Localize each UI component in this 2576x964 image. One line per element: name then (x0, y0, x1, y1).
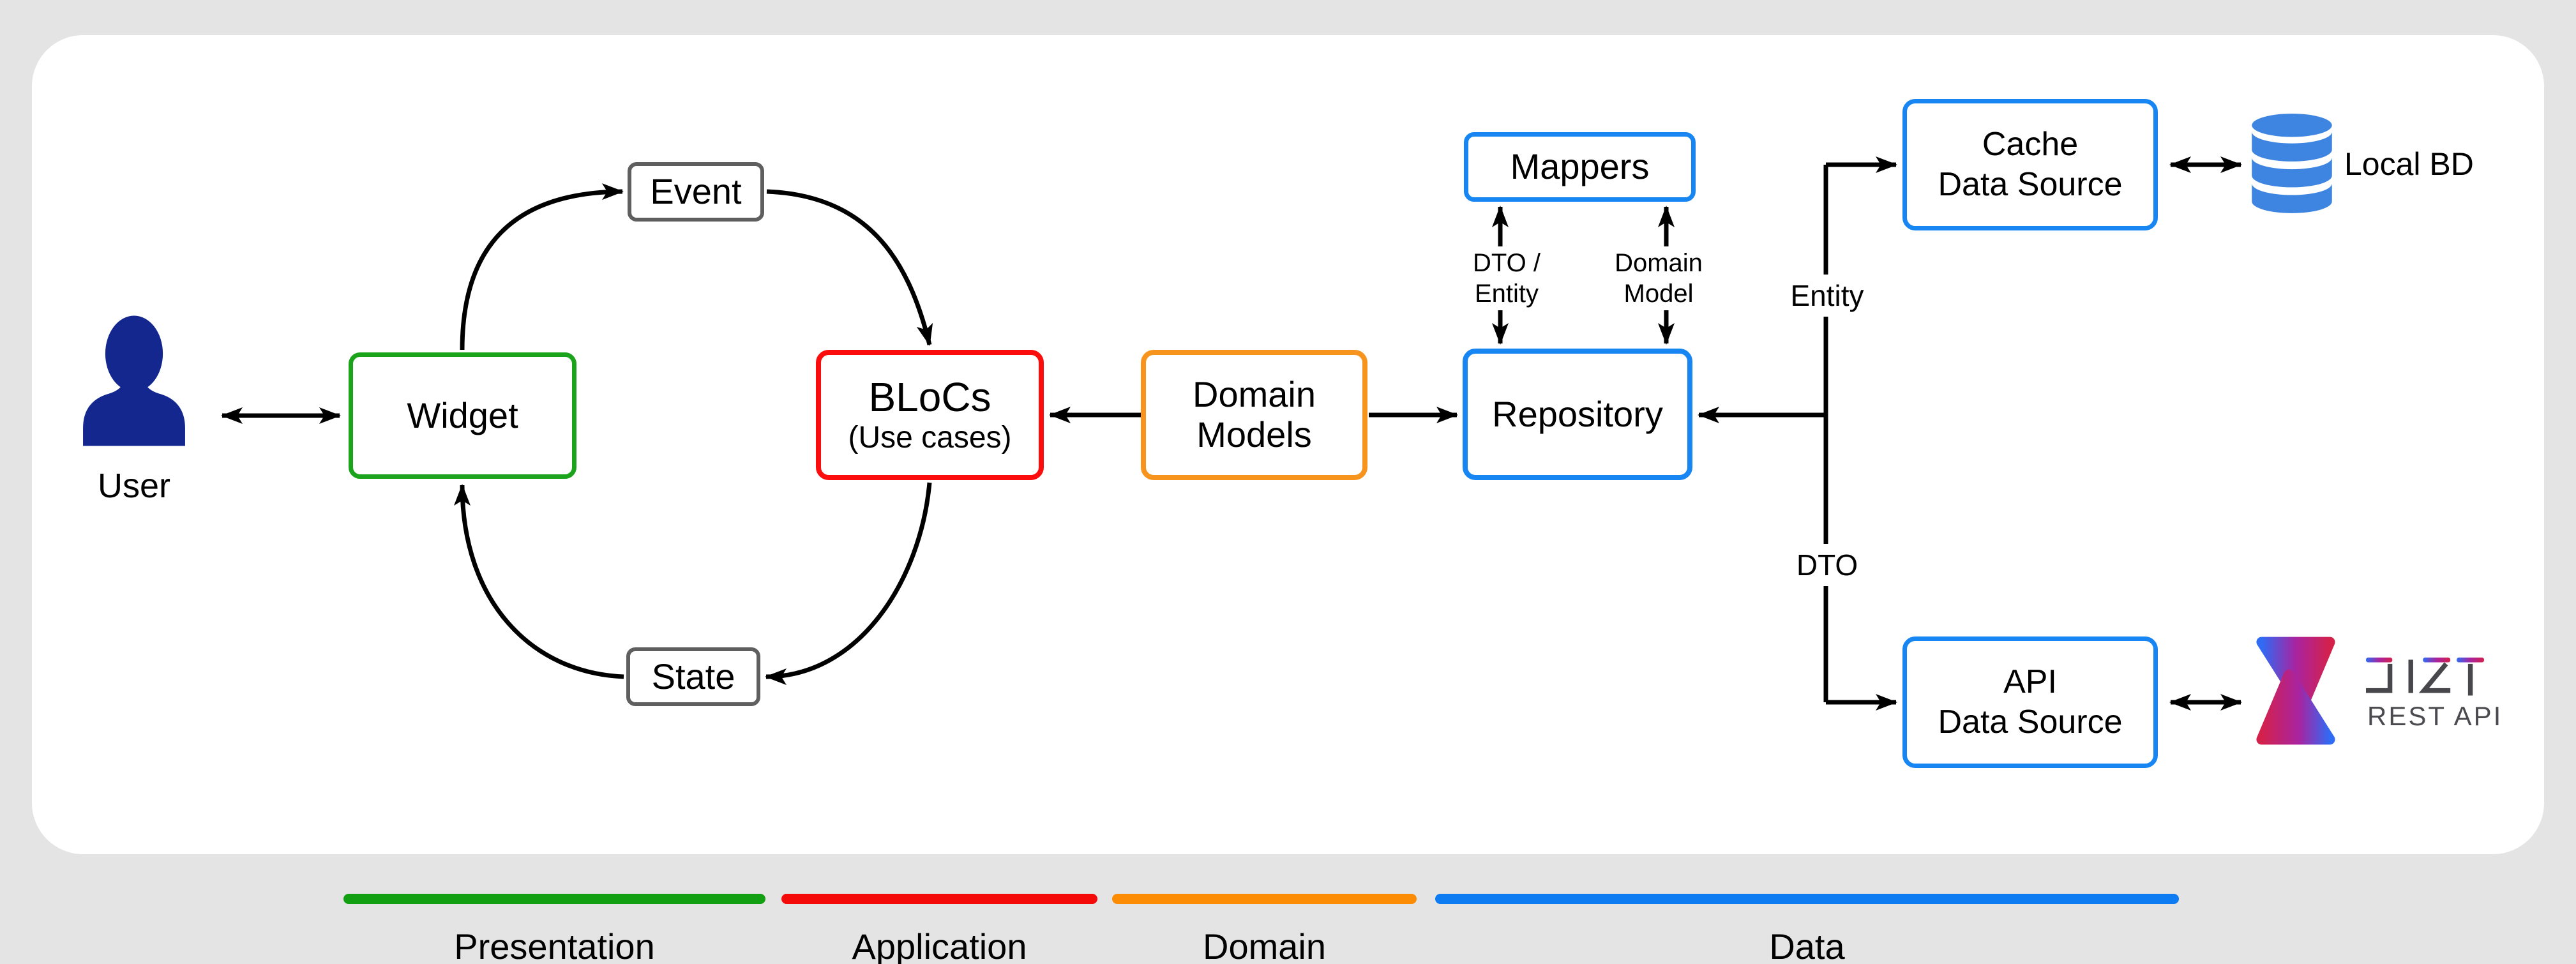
legend-label-presentation: Presentation (454, 926, 655, 964)
node-repository: Repository (1463, 349, 1692, 480)
legend-line-data (1435, 894, 2179, 904)
jizt-logo-icon (2256, 636, 2335, 745)
database-icon (2252, 114, 2332, 213)
event-label: Event (650, 171, 742, 212)
legend-item-presentation: Presentation (343, 894, 765, 964)
label-dto-entity: DTO / Entity (1468, 246, 1546, 310)
legend-item-application: Application (781, 894, 1097, 964)
legend-line-application (781, 894, 1097, 904)
mappers-label: Mappers (1510, 146, 1650, 187)
node-widget: Widget (349, 352, 576, 479)
blocs-label: BLoCs (868, 374, 991, 421)
local-bd-label: Local BD (2344, 146, 2474, 182)
label-entity: Entity (1782, 275, 1872, 317)
api-ds-line1: API (2003, 663, 2057, 700)
blocs-sublabel: (Use cases) (848, 420, 1012, 455)
node-state: State (626, 647, 760, 706)
node-cache-data-source: Cache Data Source (1902, 99, 2158, 230)
api-ds-line2: Data Source (1938, 704, 2123, 741)
state-label: State (651, 656, 735, 697)
widget-label: Widget (407, 395, 518, 435)
node-api-data-source: API Data Source (1902, 636, 2158, 768)
domain-models-line2: Models (1196, 414, 1312, 455)
legend-label-application: Application (852, 926, 1027, 964)
legend-item-domain: Domain (1112, 894, 1417, 964)
node-domain-models: Domain Models (1141, 350, 1367, 480)
label-domain-model: Domain Model (1609, 246, 1708, 310)
user-label: User (97, 467, 170, 505)
cache-ds-line1: Cache (1982, 125, 2079, 163)
jizt-subtitle: REST API (2367, 701, 2503, 731)
domain-models-line1: Domain (1193, 374, 1316, 415)
legend-line-domain (1112, 894, 1417, 904)
repository-label: Repository (1492, 393, 1663, 434)
user-icon (83, 315, 185, 446)
node-event: Event (628, 162, 764, 222)
cache-ds-line2: Data Source (1938, 166, 2123, 203)
node-mappers: Mappers (1464, 132, 1696, 202)
jizt-wordmark (2366, 658, 2485, 696)
jizt-wordmark-text: JIZT (0, 0, 1, 1)
legend-label-data: Data (1769, 926, 1845, 964)
legend-item-data: Data (1435, 894, 2179, 964)
legend-line-presentation (343, 894, 765, 904)
legend-label-domain: Domain (1203, 926, 1326, 964)
label-dto: DTO (1788, 544, 1866, 586)
node-blocs: BLoCs (Use cases) (816, 350, 1044, 480)
